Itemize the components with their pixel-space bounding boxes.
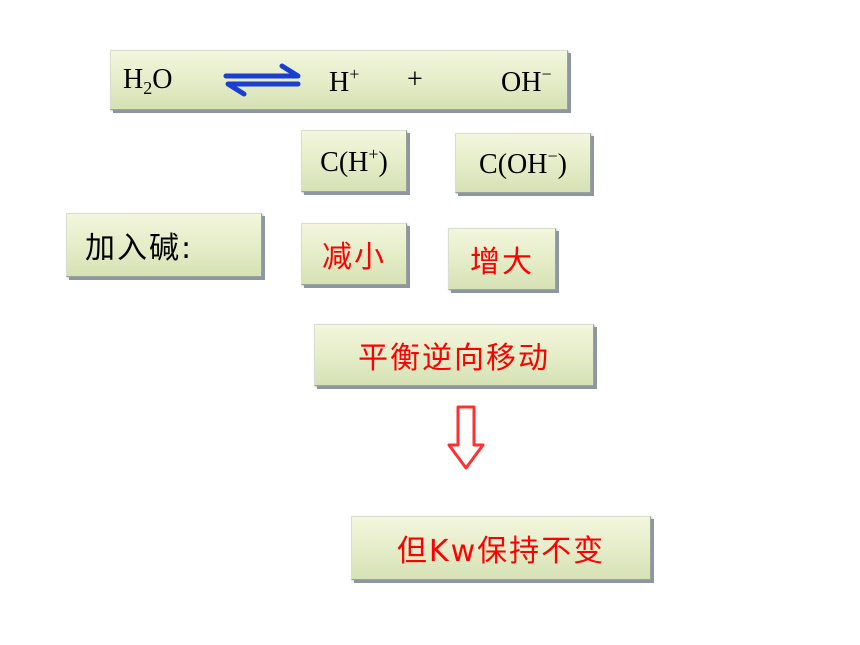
oh-change-label: 增大 [470, 245, 534, 280]
oh-concentration-label: C(OH−) [479, 145, 567, 180]
equation-box: H2O H+ + OH− [110, 50, 568, 110]
condition-box: 加入碱: [66, 213, 262, 277]
equilibrium-shift-box: 平衡逆向移动 [314, 324, 594, 386]
conclusion-box: 但Kw保持不变 [351, 516, 651, 580]
h-concentration-label: C(H+) [320, 143, 388, 178]
hydroxide-ion: OH− [501, 64, 552, 98]
hydrogen-ion: H+ [329, 64, 360, 98]
equilibrium-shift-label: 平衡逆向移动 [358, 341, 550, 376]
equilibrium-arrows-icon [223, 63, 301, 97]
conclusion-label: 但Kw保持不变 [396, 534, 606, 569]
plus-sign: + [407, 64, 423, 95]
oh-change-box: 增大 [448, 228, 556, 290]
oh-concentration-box: C(OH−) [455, 133, 591, 193]
h-change-box: 减小 [301, 223, 407, 285]
h-change-label: 减小 [322, 240, 386, 275]
h-concentration-box: C(H+) [301, 130, 407, 192]
water-formula: H2O [123, 64, 173, 98]
condition-label: 加入碱: [85, 231, 194, 266]
down-arrow-icon [447, 405, 485, 470]
